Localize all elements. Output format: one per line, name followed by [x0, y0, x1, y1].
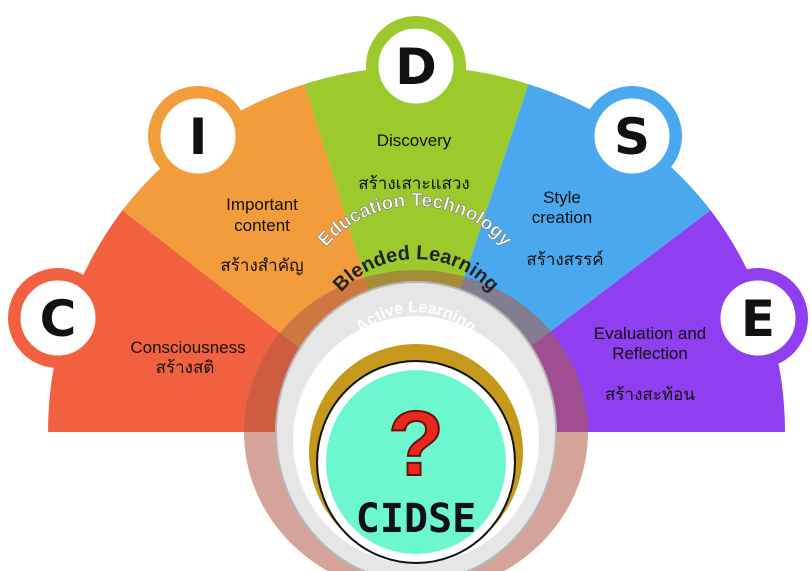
badge-i: I — [148, 86, 248, 186]
title-style-line1: Style — [543, 188, 581, 207]
letter-badges: C I D S E — [8, 16, 808, 368]
center-title: CIDSE — [356, 496, 476, 542]
segment-texts: Consciousness สร้างสติ Important content… — [130, 131, 706, 404]
badge-e: E — [708, 268, 808, 368]
question-mark-icon: ? — [388, 393, 444, 495]
thai-style: สร้างสรรค์ — [526, 250, 603, 269]
title-important-line1: Important — [226, 195, 298, 214]
badge-c: C — [8, 268, 108, 368]
title-evaluation-line1: Evaluation and — [594, 324, 706, 343]
letter-d: D — [395, 38, 437, 96]
center-rings — [244, 270, 588, 571]
title-important-line2: content — [234, 216, 290, 235]
thai-discovery: สร้างเสาะแสวง — [358, 174, 469, 193]
thai-important: สร้างสำคัญ — [220, 256, 303, 275]
letter-c: C — [40, 290, 77, 348]
center-circle — [318, 362, 514, 562]
badge-d: D — [366, 16, 466, 116]
title-discovery: Discovery — [377, 131, 452, 150]
thai-consciousness: สร้างสติ — [156, 358, 215, 377]
title-style-line2: creation — [532, 208, 592, 227]
wedge-discovery — [304, 66, 529, 356]
letter-e: E — [741, 290, 775, 348]
letter-s: S — [614, 108, 650, 166]
badge-s: S — [582, 86, 682, 186]
title-consciousness: Consciousness — [130, 338, 245, 357]
title-evaluation-line2: Reflection — [612, 344, 688, 363]
letter-i: I — [189, 108, 208, 166]
thai-evaluation: สร้างสะท้อน — [605, 385, 695, 404]
